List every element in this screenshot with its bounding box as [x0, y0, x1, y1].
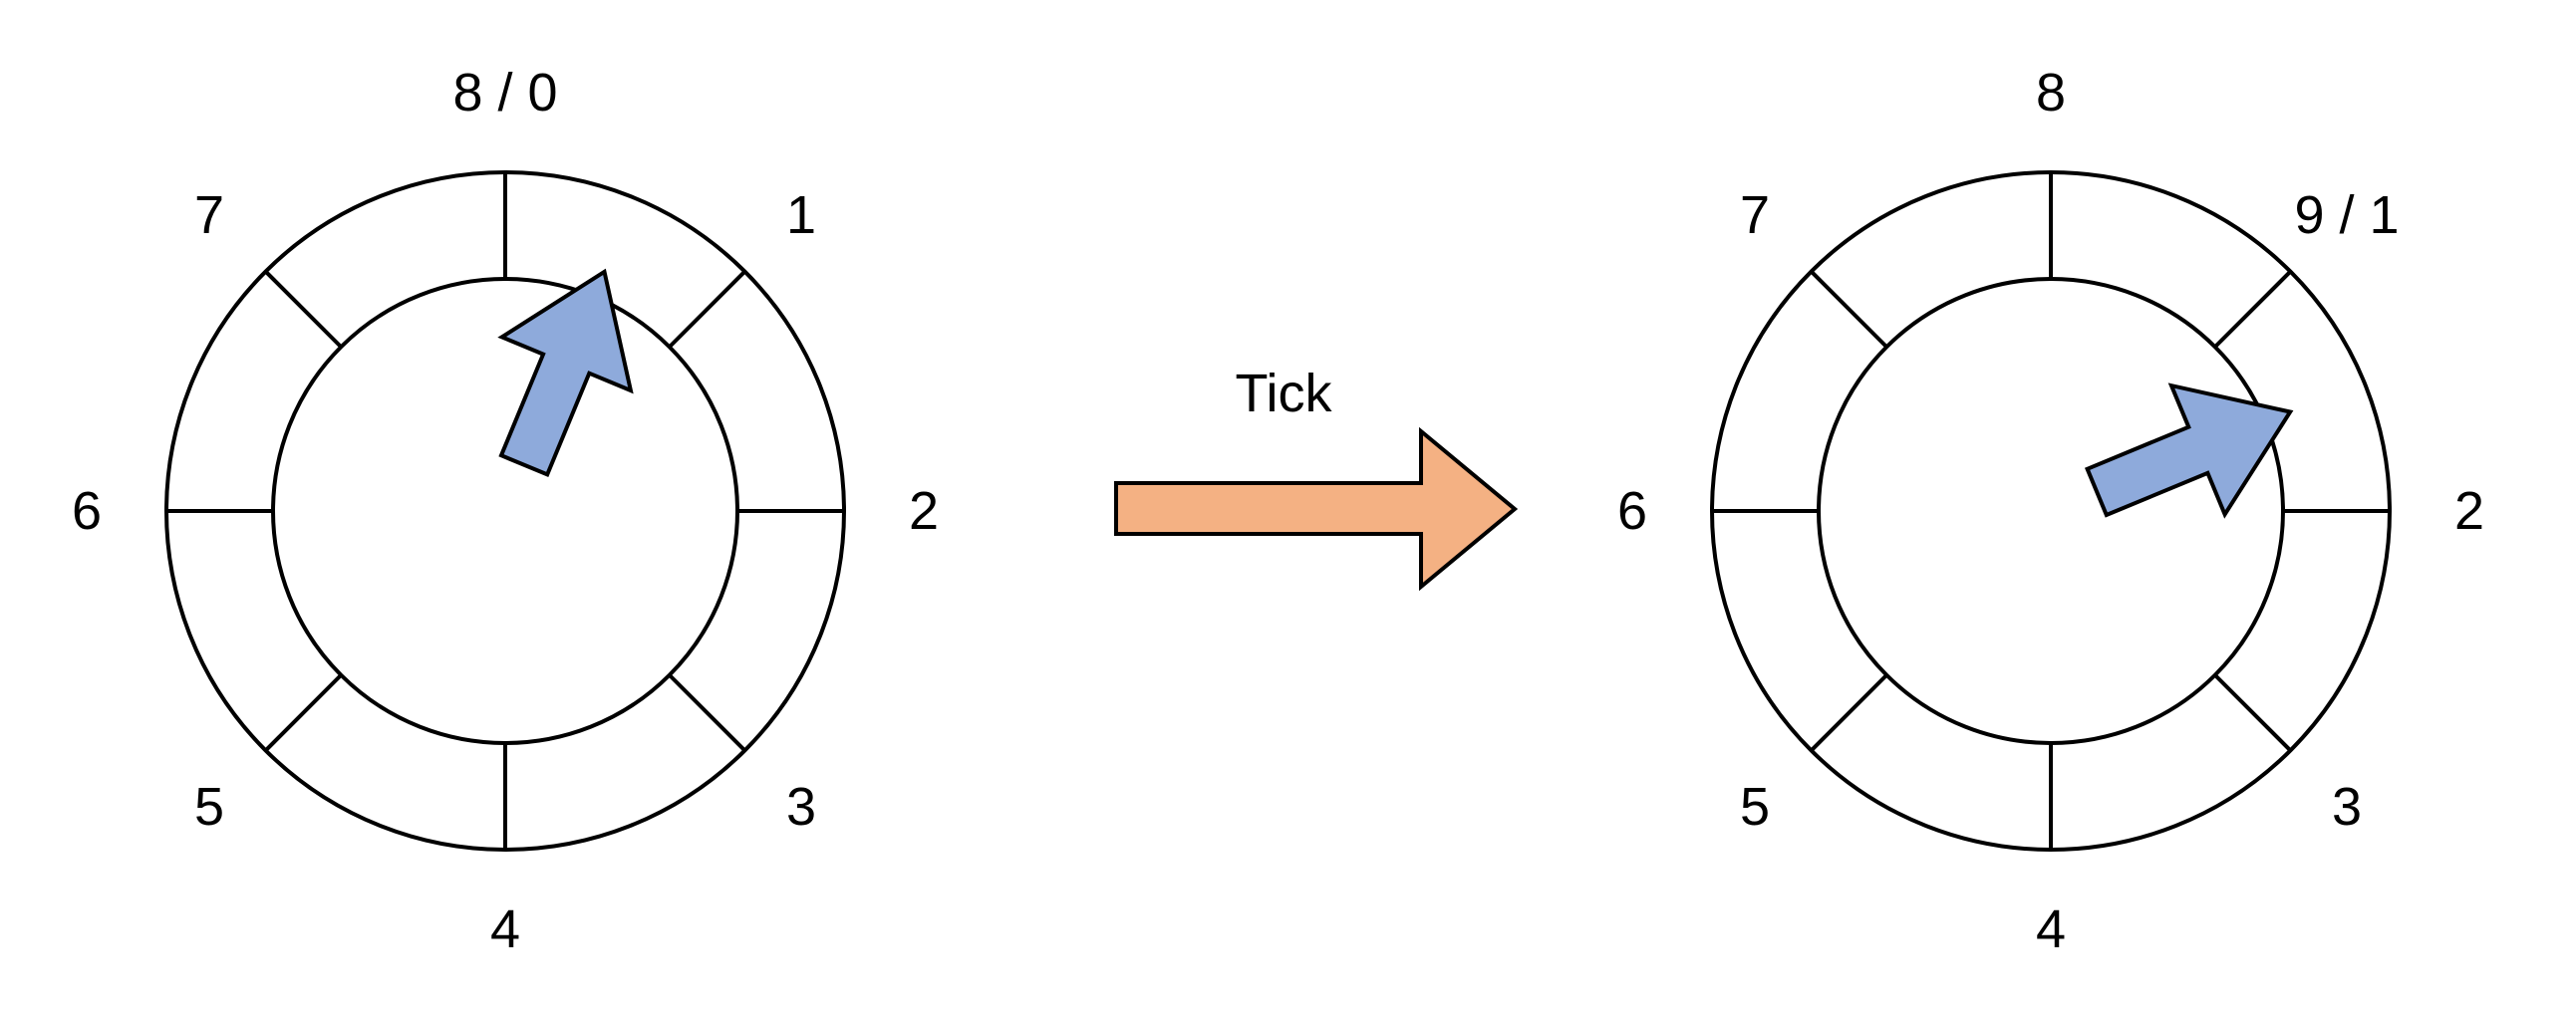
dial-after-label-7: 7: [1740, 185, 1770, 245]
dial-after-pointer-arrow-icon: [2084, 382, 2294, 519]
dial-after-label-2: 2: [2454, 481, 2484, 541]
dial-after-labels: 8 9 / 1 2 3 4 5 6 7: [1617, 63, 2484, 959]
dial-before-pointer-arrow-icon: [497, 268, 634, 478]
tick-label: Tick: [1236, 364, 1333, 423]
dial-before-spokes: [166, 172, 844, 850]
dial-before-label-5: 5: [194, 777, 224, 837]
dial-before-label-7: 7: [194, 185, 224, 245]
dial-after: 8 9 / 1 2 3 4 5 6 7: [1617, 63, 2484, 959]
dial-before-label-0: 8 / 0: [452, 63, 557, 123]
dial-after-label-3: 3: [2332, 777, 2362, 837]
dial-after-spoke: [2213, 673, 2292, 752]
dial-after-label-6: 6: [1617, 481, 1647, 541]
tick-transition: Tick: [1114, 364, 1519, 592]
dial-before: 8 / 0 1 2 3 4 5 6 7: [72, 63, 939, 959]
dial-before-label-3: 3: [786, 777, 816, 837]
dial-before-label-4: 4: [490, 899, 520, 959]
dial-after-label-0: 8: [2036, 63, 2066, 123]
dial-before-label-1: 1: [786, 185, 816, 245]
dial-before-spoke: [264, 673, 343, 752]
dial-before-label-2: 2: [909, 481, 939, 541]
dial-after-spoke: [1810, 270, 1888, 349]
dial-after-spokes: [1712, 172, 2390, 850]
tick-arrow-icon: [1114, 426, 1519, 592]
dial-after-label-4: 4: [2036, 899, 2066, 959]
dial-after-spoke: [1810, 673, 1888, 752]
dial-after-inner-ring: [1817, 277, 2285, 745]
dial-before-spoke: [668, 673, 746, 752]
dial-before-spoke: [668, 270, 746, 349]
dial-after-label-5: 5: [1740, 777, 1770, 837]
dial-before-labels: 8 / 0 1 2 3 4 5 6 7: [72, 63, 939, 959]
dial-before-spoke: [264, 270, 343, 349]
dial-after-spoke: [2213, 270, 2292, 349]
dial-after-label-1: 9 / 1: [2294, 185, 2399, 245]
dial-before-label-6: 6: [72, 481, 102, 541]
dial-before-inner-ring: [271, 277, 739, 745]
